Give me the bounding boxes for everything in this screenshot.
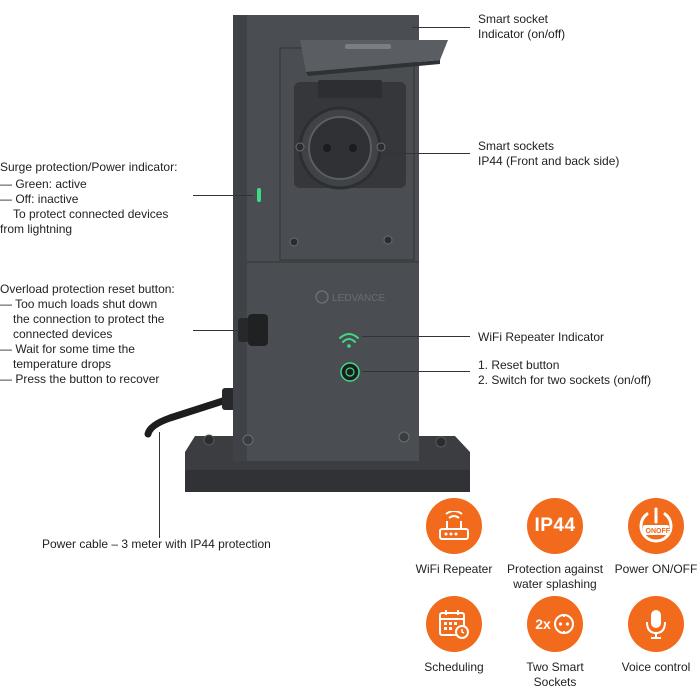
leader-surge <box>193 195 253 196</box>
leader-smart-sockets <box>382 153 470 154</box>
surge-indicator-led <box>257 188 261 202</box>
router-icon <box>426 498 482 554</box>
calendar-clock-icon <box>426 596 482 652</box>
brand-logo-text: LEDVANCE <box>332 293 385 304</box>
two-x-text: 2x <box>535 616 551 632</box>
leader-power-cable <box>159 432 160 538</box>
microphone-icon <box>628 596 684 652</box>
callout-overload-protection: Overload protection reset button: — Too … <box>0 282 175 386</box>
feature-wifi-repeater: WiFi Repeater <box>404 498 504 577</box>
callout-smart-sockets-ip44: Smart sockets IP44 (Front and back side) <box>478 139 620 168</box>
callout-surge-protection: Surge protection/Power indicator: — Gree… <box>0 160 178 236</box>
ledvance-logo <box>315 290 329 304</box>
ip44-badge-text: IP44 <box>534 515 576 536</box>
feature-voice-control: Voice control <box>606 596 700 675</box>
leader-overload <box>193 330 239 331</box>
callout-smart-socket-indicator: Smart socket Indicator (on/off) <box>478 12 566 41</box>
power-off-text: OFF <box>656 528 671 535</box>
power-button-icon: ON OFF <box>628 498 684 554</box>
socket-face <box>308 116 372 180</box>
feature-two-smart-sockets: 2x Two Smart Sockets <box>505 596 605 690</box>
ip44-badge: IP44 <box>527 498 583 554</box>
power-on-text: ON <box>646 528 657 535</box>
callout-wifi-repeater-indicator: WiFi Repeater Indicator <box>478 330 605 344</box>
leader-smart-socket-indicator <box>412 27 470 28</box>
leader-wifi <box>362 336 470 337</box>
callout-reset-switch: 1. Reset button 2. Switch for two socket… <box>478 358 652 387</box>
feature-ip44: IP44 Protection against water splashing <box>505 498 605 592</box>
feature-scheduling: Scheduling <box>404 596 504 675</box>
leader-reset <box>362 371 470 372</box>
socket-lid <box>300 40 448 72</box>
reset-switch-button <box>340 362 360 382</box>
feature-power-onoff: ON OFF Power ON/OFF <box>606 498 700 577</box>
wifi-indicator-icon <box>339 333 359 348</box>
socket-icon: 2x <box>527 596 583 652</box>
callout-power-cable: Power cable – 3 meter with IP44 protecti… <box>42 537 271 551</box>
power-cable <box>144 396 230 438</box>
